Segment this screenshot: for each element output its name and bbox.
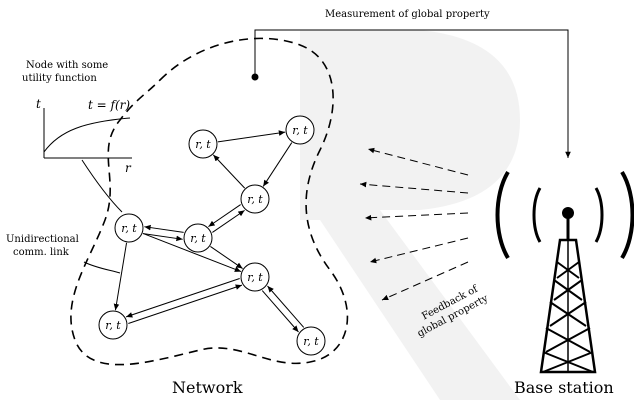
comm-link-arrow bbox=[142, 232, 242, 273]
axis-r-label: r bbox=[125, 161, 132, 175]
comm-link-arrow bbox=[210, 246, 243, 269]
link-caption-line2: comm. link bbox=[13, 247, 70, 258]
comm-link-arrow bbox=[128, 284, 243, 324]
node-caption-line1: Node with some bbox=[26, 60, 108, 71]
node-caption-line2: utility function bbox=[22, 73, 97, 84]
link-pointer-line bbox=[83, 261, 121, 274]
svg-text:r, t: r, t bbox=[247, 271, 263, 284]
node-pointer-line bbox=[81, 159, 123, 213]
feedback-arrow bbox=[381, 261, 469, 301]
svg-text:r, t: r, t bbox=[292, 124, 308, 137]
measurement-label: Measurement of global property bbox=[325, 9, 490, 20]
axis-t-label: t bbox=[36, 97, 41, 111]
comm-link-arrow bbox=[113, 242, 128, 311]
comm-link-arrow bbox=[262, 142, 293, 187]
svg-text:r, t: r, t bbox=[105, 319, 121, 332]
network-nodes: r, t r, t r, t r, t r, t r, t r, t r, t bbox=[98, 115, 326, 356]
comm-link-arrow bbox=[144, 224, 184, 233]
comm-link-arrow bbox=[212, 154, 246, 189]
feedback-arrow bbox=[359, 181, 469, 194]
utility-curve bbox=[43, 117, 131, 153]
network-edges bbox=[113, 130, 305, 333]
feedback-arrow bbox=[369, 237, 469, 264]
network-node: r, t bbox=[183, 223, 213, 253]
measurement-link bbox=[251, 29, 571, 158]
svg-text:r, t: r, t bbox=[121, 222, 137, 235]
comm-link-arrow bbox=[208, 204, 241, 228]
link-caption-line1: Unidirectional bbox=[6, 234, 79, 245]
network-node: r, t bbox=[240, 262, 270, 292]
svg-text:r, t: r, t bbox=[190, 232, 206, 245]
network-node: r, t bbox=[240, 184, 270, 214]
feedback-arrow bbox=[367, 147, 469, 176]
svg-text:r, t: r, t bbox=[247, 193, 263, 206]
utility-formula: t = f(r) bbox=[88, 98, 130, 112]
background-watermark bbox=[300, 30, 520, 400]
feedback-arrow bbox=[364, 212, 469, 221]
svg-text:r, t: r, t bbox=[195, 138, 211, 151]
comm-link-arrow bbox=[267, 285, 305, 328]
network-label: Network bbox=[172, 378, 243, 397]
base-station-tower-icon bbox=[495, 170, 634, 374]
comm-link-arrow bbox=[125, 278, 240, 318]
network-node: r, t bbox=[188, 129, 218, 159]
comm-link-arrow bbox=[217, 130, 286, 143]
network-node: r, t bbox=[114, 213, 144, 243]
network-node: r, t bbox=[296, 326, 326, 356]
network-node: r, t bbox=[98, 310, 128, 340]
base-station-label: Base station bbox=[514, 378, 614, 397]
comm-link-arrow bbox=[261, 290, 299, 333]
network-node: r, t bbox=[285, 115, 315, 145]
utility-plot: t r t = f(r) bbox=[36, 97, 132, 175]
feedback-arrows bbox=[359, 147, 469, 301]
svg-text:r, t: r, t bbox=[303, 335, 319, 348]
comm-link-arrow bbox=[212, 209, 245, 233]
comm-link-arrow bbox=[143, 233, 183, 242]
network-boundary bbox=[70, 37, 349, 366]
